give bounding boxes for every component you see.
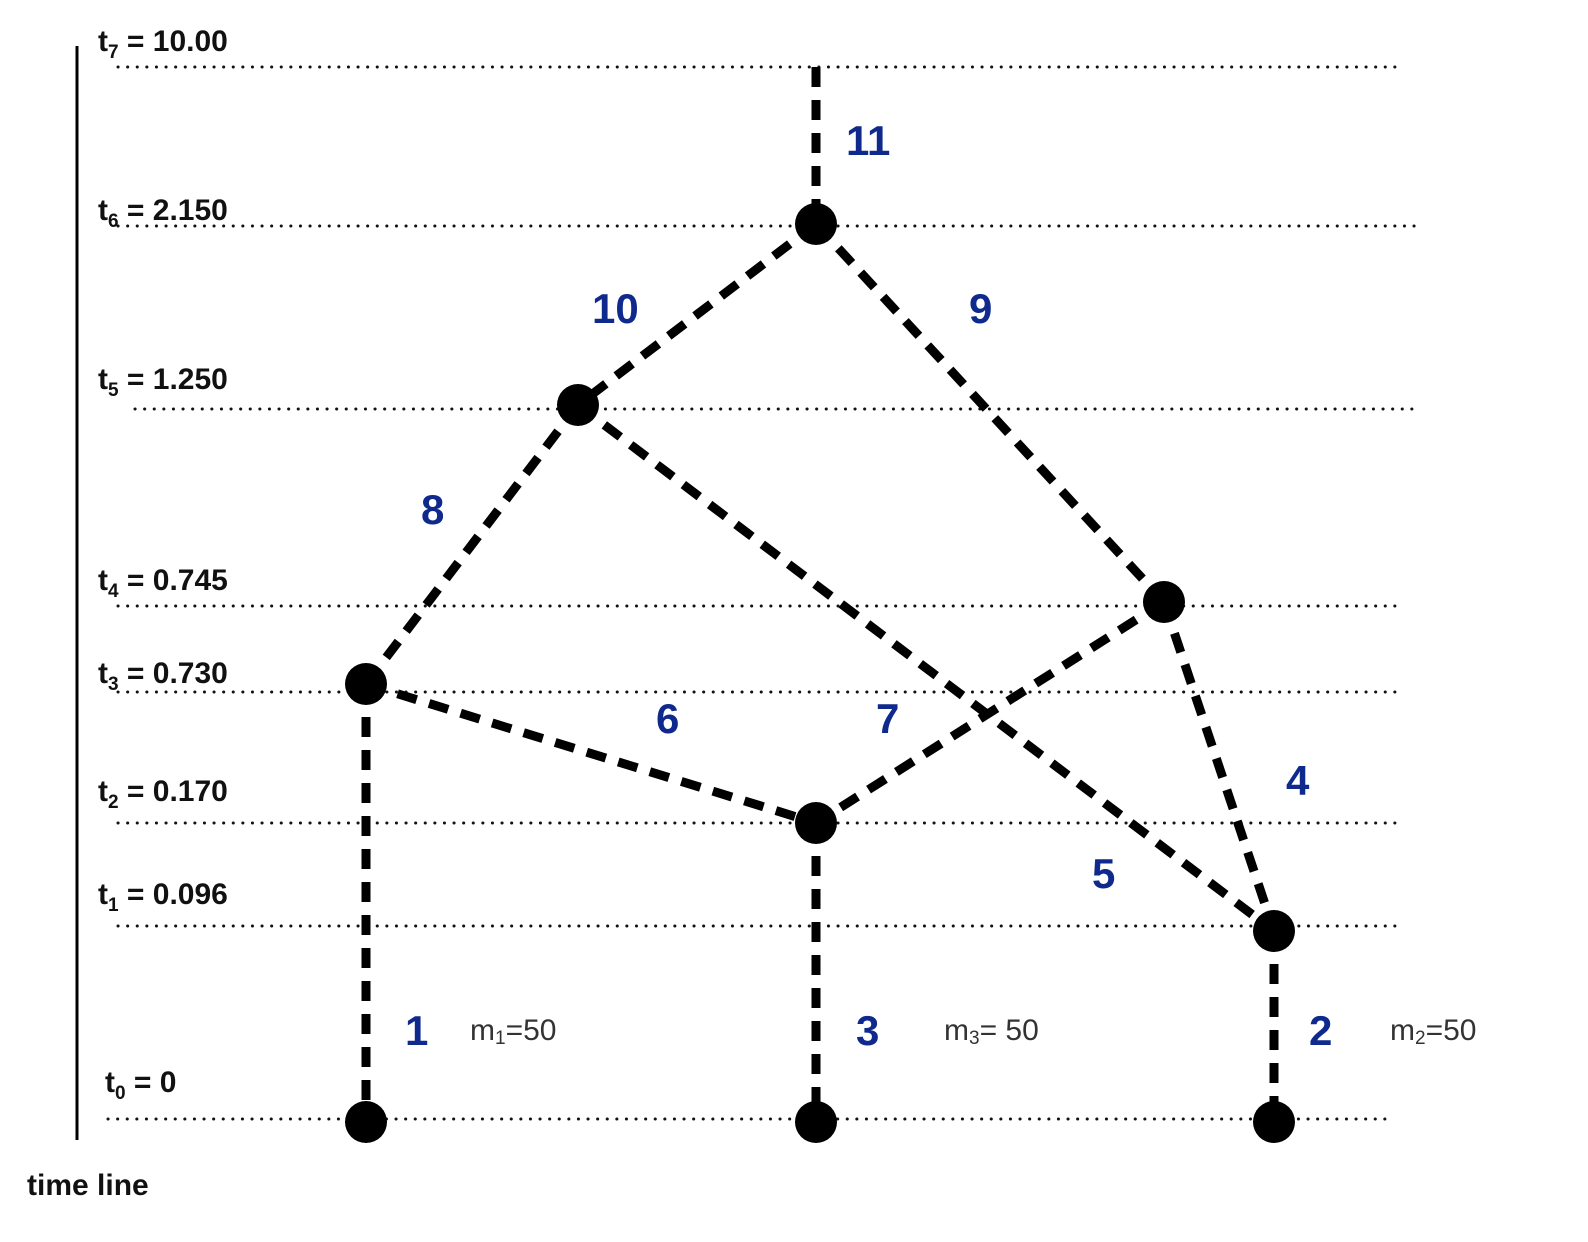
edge-label-4: 4 [1286, 757, 1310, 804]
edge-4 [1159, 600, 1279, 933]
node-t4 [1143, 581, 1185, 623]
node-root [795, 203, 837, 245]
node-t1 [1253, 910, 1295, 952]
edge-label-9: 9 [969, 285, 992, 332]
edge-label-3: 3 [856, 1007, 879, 1054]
edge-9 [812, 220, 1168, 606]
edge-label-1: 1 [405, 1007, 428, 1054]
level-label-t1: t1 = 0.096 [98, 878, 228, 916]
leaf-node-1 [345, 1101, 387, 1143]
level-label-t4: t4 = 0.745 [98, 564, 228, 602]
mass-label-m3: m3= 50 [944, 1014, 1039, 1049]
edge-label-10: 10 [592, 285, 639, 332]
edge-label-7: 7 [876, 695, 899, 742]
node-t2 [795, 802, 837, 844]
time-axis-title: time line [27, 1169, 149, 1202]
level-label-t3: t3 = 0.730 [98, 657, 228, 695]
edge-6 [364, 679, 818, 828]
edge-label-2: 2 [1309, 1007, 1332, 1054]
edge-label-11: 11 [846, 117, 890, 164]
level-label-t6: t6 = 2.150 [98, 194, 228, 232]
mass-label-m1: m1=50 [470, 1014, 556, 1049]
level-label-t2: t2 = 0.170 [98, 775, 228, 813]
node-t3 [345, 663, 387, 705]
edge-label-5: 5 [1092, 850, 1115, 897]
level-label-t0: t0 = 0 [105, 1066, 176, 1104]
edge-8 [362, 402, 582, 687]
edge-label-8: 8 [421, 486, 444, 533]
edge-5 [575, 401, 1277, 935]
level-label-t5: t5 = 1.250 [98, 363, 228, 401]
mass-label-m2: m2=50 [1390, 1014, 1476, 1049]
node-t5 [557, 384, 599, 426]
leaf-node-3 [795, 1101, 837, 1143]
edge-label-6: 6 [656, 695, 679, 742]
level-label-t7: t7 = 10.00 [98, 25, 228, 63]
edge-7 [813, 598, 1167, 827]
edge-10 [575, 220, 819, 409]
leaf-node-2 [1253, 1101, 1295, 1143]
